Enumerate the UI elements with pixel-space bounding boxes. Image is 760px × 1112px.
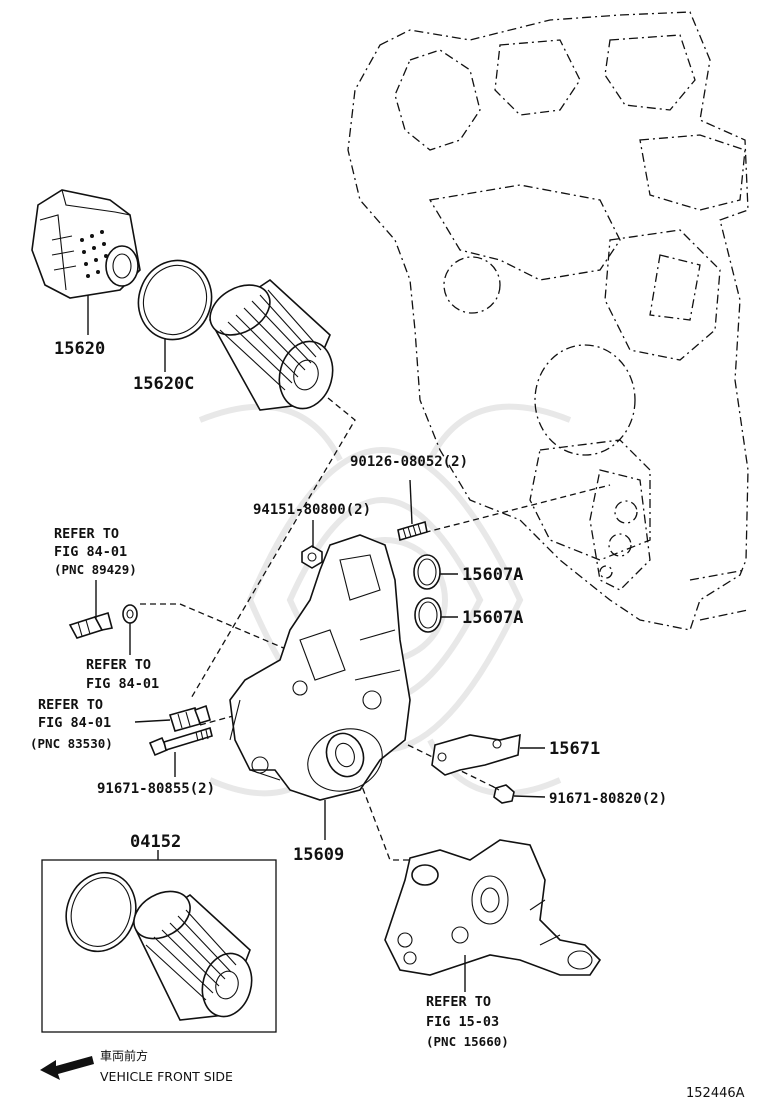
- reference-1: REFER TO FIG 84-01 (PNC 89429): [54, 526, 137, 577]
- svg-text:FIG 84-01: FIG 84-01: [86, 676, 159, 692]
- left-arrow-icon: [40, 1056, 94, 1080]
- vehicle-front-legend: 車両前方 VEHICLE FRONT SIDE: [40, 1048, 233, 1084]
- svg-text:FIG 84-01: FIG 84-01: [38, 715, 111, 731]
- oil-filter-cap: [31, 189, 141, 299]
- oil-filter-element: [208, 278, 334, 411]
- svg-text:FIG 15-03: FIG 15-03: [426, 1014, 499, 1030]
- kit-box-04152: [41, 859, 277, 1033]
- lower-housing: [384, 839, 602, 976]
- stud-bolt-90126: [397, 520, 428, 542]
- filter-cap-holes: [80, 230, 108, 278]
- label-15671: 15671: [549, 739, 600, 759]
- bolt-91671-80820: [491, 784, 515, 804]
- label-94151-80800: 94151-80800(2): [253, 502, 371, 518]
- legend-english: VEHICLE FRONT SIDE: [100, 1069, 233, 1084]
- oil-temp-sensor: [168, 704, 211, 732]
- svg-text:REFER TO: REFER TO: [426, 994, 491, 1010]
- svg-text:(PNC 15660): (PNC 15660): [426, 1034, 509, 1049]
- label-15607a-2: 15607A: [462, 608, 523, 628]
- nut-94151: [301, 545, 323, 569]
- label-91671-80855: 91671-80855(2): [97, 781, 215, 797]
- label-90126-08052: 90126-08052(2): [350, 454, 468, 470]
- reference-3: REFER TO FIG 84-01 (PNC 83530): [30, 697, 113, 751]
- figure-id: 152446A: [686, 1086, 745, 1101]
- legend-japanese: 車両前方: [100, 1048, 148, 1063]
- reference-4: REFER TO FIG 15-03 (PNC 15660): [426, 994, 509, 1049]
- label-15607a-1: 15607A: [462, 565, 523, 585]
- oil-filter-bracket-15609: [229, 534, 411, 801]
- svg-text:REFER TO: REFER TO: [86, 657, 151, 673]
- svg-text:FIG 84-01: FIG 84-01: [54, 544, 127, 560]
- label-04152: 04152: [130, 832, 181, 852]
- svg-text:(PNC 83530): (PNC 83530): [30, 736, 113, 751]
- reference-2: REFER TO FIG 84-01: [86, 657, 159, 692]
- bracket-15671: [431, 733, 521, 776]
- label-15620: 15620: [54, 339, 105, 359]
- gasket-washer: [122, 604, 138, 624]
- label-91671-80820: 91671-80820(2): [549, 791, 667, 807]
- oil-pressure-switch: [68, 611, 113, 639]
- svg-text:(PNC 89429): (PNC 89429): [54, 562, 137, 577]
- svg-text:REFER TO: REFER TO: [38, 697, 103, 713]
- svg-text:REFER TO: REFER TO: [54, 526, 119, 542]
- engine-block: [347, 11, 749, 631]
- o-ring-15620c: [137, 259, 213, 341]
- label-15609: 15609: [293, 845, 344, 865]
- bolt-91671-80855: [148, 726, 213, 757]
- label-15620c: 15620C: [133, 374, 194, 394]
